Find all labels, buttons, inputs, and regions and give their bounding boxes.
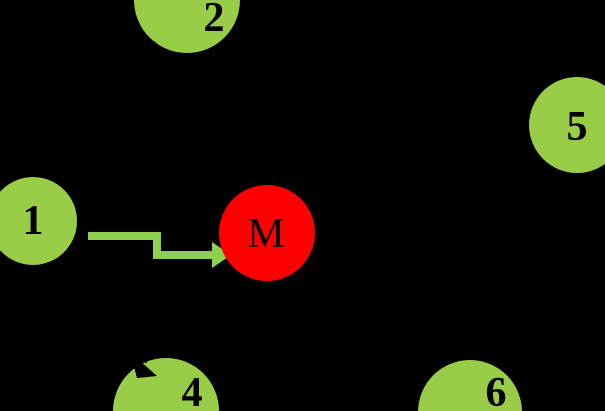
node-2-label: 2 — [204, 0, 225, 41]
edge-1-to-M-arrowhead — [212, 242, 231, 268]
arrowhead-node-4-marker — [130, 352, 157, 378]
node-5[interactable]: 5 — [529, 77, 605, 173]
node-1-circle[interactable] — [0, 177, 77, 265]
node-2[interactable]: 2 — [134, 0, 240, 53]
markers-layer — [130, 41, 185, 378]
node-2-circle[interactable] — [134, 0, 240, 53]
edge-1-to-M-line[interactable] — [88, 232, 212, 259]
arrowhead-node-4-icon — [130, 352, 157, 378]
edges-layer — [88, 232, 231, 268]
arrowhead-node-2-marker — [154, 41, 185, 71]
node-6-circle[interactable] — [418, 360, 522, 411]
arrowhead-node-4-tail — [132, 352, 148, 364]
center-node-label: M — [247, 211, 284, 257]
node-1-label: 1 — [23, 198, 44, 244]
node-5-label: 5 — [567, 104, 588, 150]
center-node[interactable]: M — [219, 185, 315, 281]
node-6[interactable]: 6 — [418, 360, 522, 411]
node-6-label: 6 — [486, 370, 507, 411]
node-4-label: 4 — [182, 370, 203, 411]
node-5-circle[interactable] — [529, 77, 605, 173]
arrowhead-node-2-tail — [169, 53, 185, 71]
node-1[interactable]: 1 — [0, 177, 77, 265]
center-node-circle[interactable] — [219, 185, 315, 281]
